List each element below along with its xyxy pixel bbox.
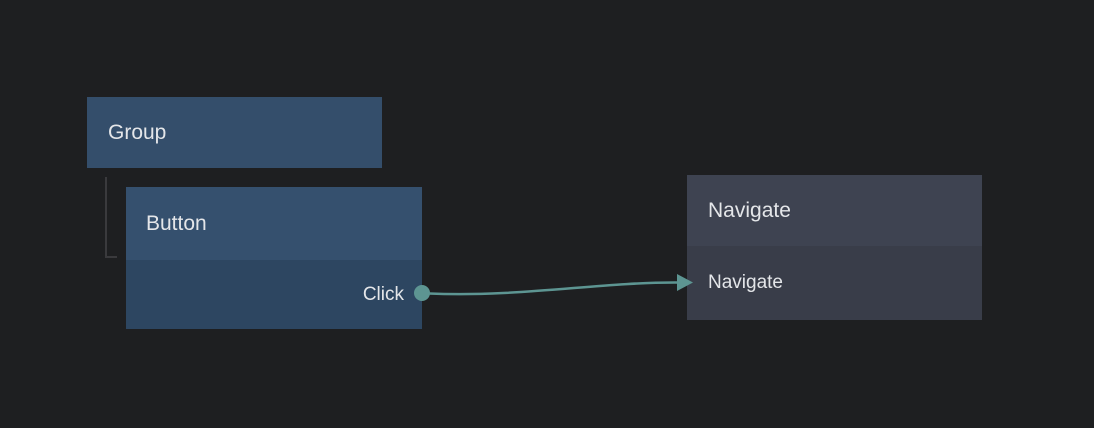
node-navigate-title: Navigate <box>708 198 791 222</box>
node-navigate-input-row[interactable]: Navigate <box>687 246 982 320</box>
navigate-input-label: Navigate <box>708 272 783 293</box>
node-button-title: Button <box>146 211 207 235</box>
node-button-body: Click <box>126 260 422 329</box>
tree-connector-vertical <box>105 177 107 258</box>
node-group-title: Group <box>108 120 167 144</box>
tree-connector-horizontal <box>105 256 117 258</box>
connection-edge-click-to-navigate[interactable] <box>427 281 680 296</box>
node-group[interactable]: Group <box>87 97 382 168</box>
click-output-port[interactable] <box>414 285 430 301</box>
node-navigate[interactable]: Navigate Navigate <box>687 175 982 320</box>
node-button-header[interactable]: Button <box>126 187 422 260</box>
click-output-label: Click <box>362 283 404 305</box>
node-navigate-header[interactable]: Navigate <box>687 175 982 246</box>
node-button[interactable]: Button Click <box>126 187 430 329</box>
